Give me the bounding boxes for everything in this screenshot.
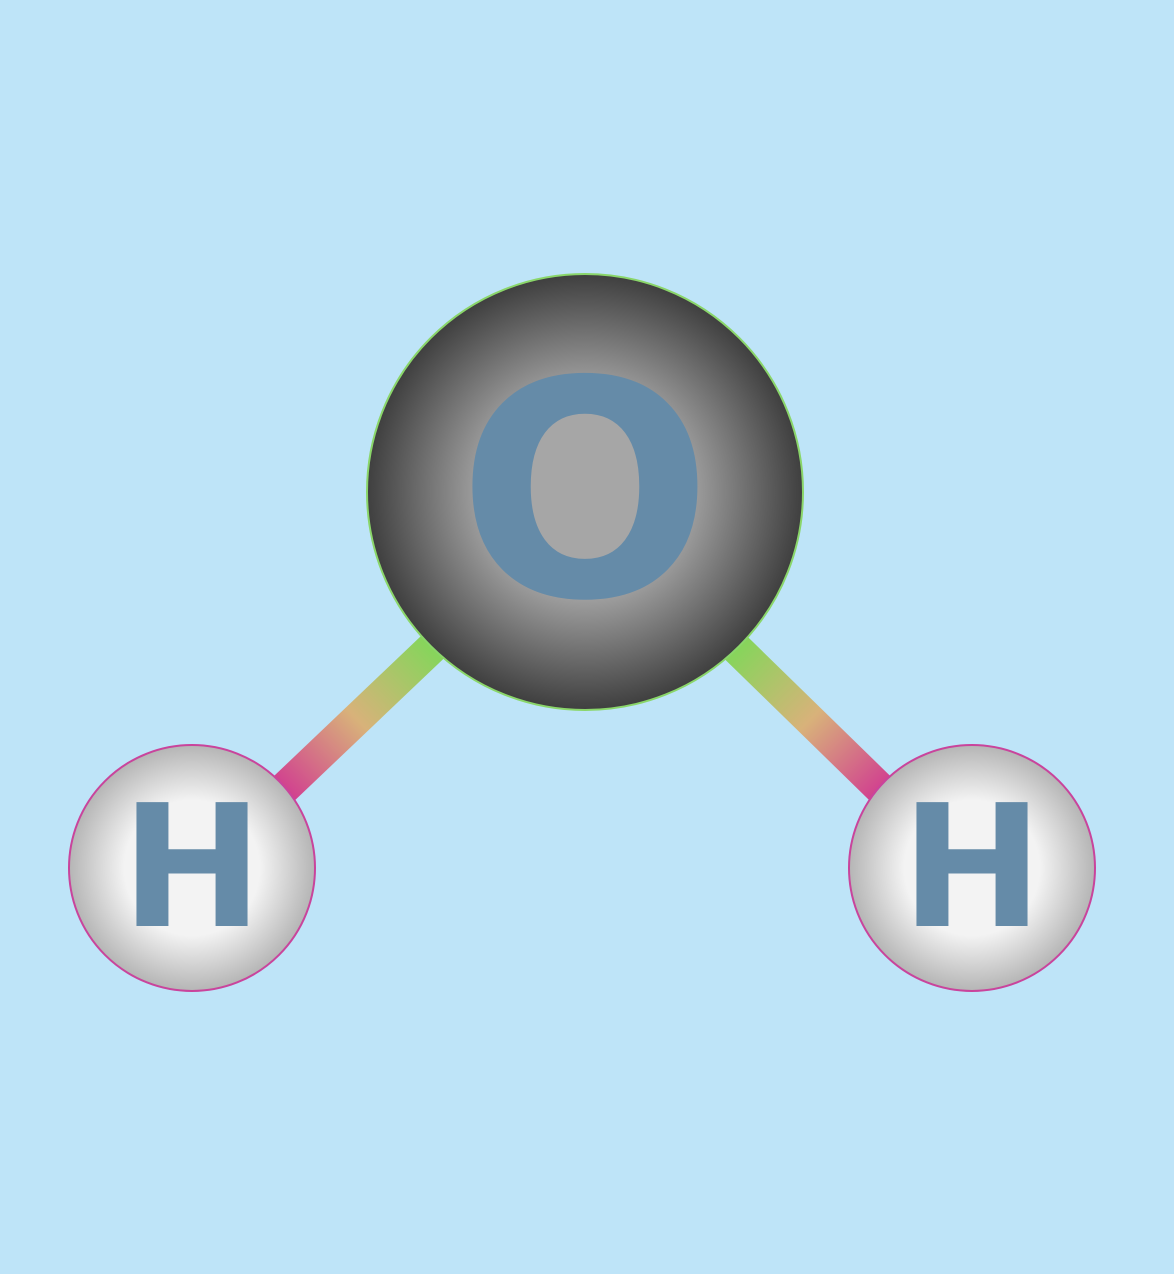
hydrogen-right-sphere: [848, 744, 1096, 992]
atom-oxygen: O: [366, 273, 804, 711]
bond-oxygen-hydrogen-left: [260, 628, 452, 812]
bond-oxygen-hydrogen-right: [716, 628, 904, 812]
atom-hydrogen-left: H: [68, 744, 316, 992]
hydrogen-right-symbol: H: [901, 769, 1043, 967]
oxygen-symbol: O: [457, 318, 712, 667]
hydrogen-left-sphere: [68, 744, 316, 992]
atom-hydrogen-right: H: [848, 744, 1096, 992]
hydrogen-left-symbol: H: [121, 769, 263, 967]
oxygen-sphere: [366, 273, 804, 711]
